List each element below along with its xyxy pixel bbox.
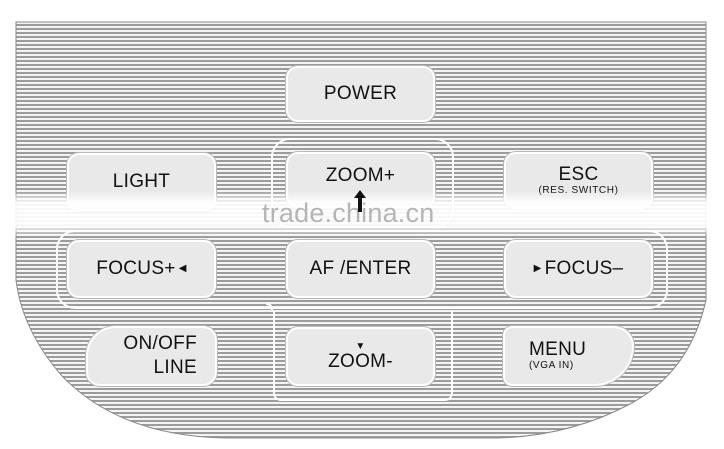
on-off-line-button[interactable]: ON/OFF LINE [86, 326, 217, 386]
menu-button[interactable]: MENU (VGA IN) [503, 326, 634, 386]
zoom-minus-button[interactable]: ▼ ZOOM- [286, 327, 435, 386]
power-label: POWER [323, 83, 398, 105]
res-switch-sublabel: (RES. SWITCH) [538, 184, 619, 196]
right-triangle-icon: ▶ [533, 263, 542, 274]
menu-label: MENU [529, 339, 587, 361]
light-button[interactable]: LIGHT [67, 153, 216, 211]
left-triangle-icon: ◀ [178, 263, 187, 274]
up-arrow-icon [354, 190, 366, 212]
vga-in-sublabel: (VGA IN) [529, 360, 574, 372]
down-triangle-icon: ▼ [355, 340, 366, 352]
esc-button[interactable]: ESC (RES. SWITCH) [504, 152, 653, 209]
focus-plus-label: FOCUS+ [96, 258, 176, 280]
focus-minus-button[interactable]: ▶ FOCUS– [504, 240, 653, 298]
line-label: LINE [153, 357, 197, 378]
af-enter-label: AF /ENTER [309, 258, 412, 280]
esc-label: ESC [558, 163, 599, 185]
zoom-minus-label: ZOOM- [328, 350, 393, 372]
light-label: LIGHT [112, 171, 171, 193]
zoom-plus-label: ZOOM+ [325, 165, 396, 186]
focus-minus-label: FOCUS– [544, 258, 624, 280]
power-button[interactable]: POWER [286, 66, 435, 122]
on-off-label: ON/OFF [123, 333, 197, 355]
af-enter-button[interactable]: AF /ENTER [286, 240, 435, 298]
focus-plus-button[interactable]: FOCUS+ ◀ [67, 240, 216, 298]
